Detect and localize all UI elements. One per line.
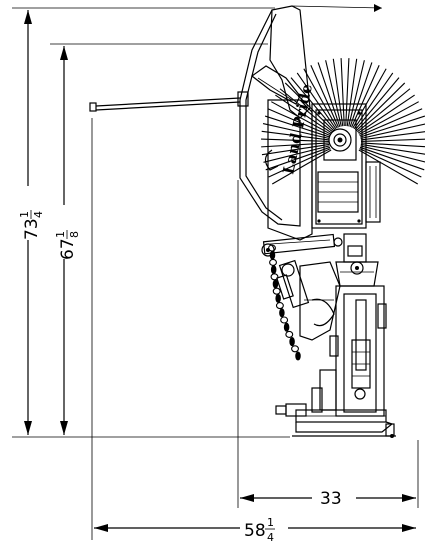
- chain-link: [295, 351, 301, 361]
- bristle: [271, 149, 332, 185]
- bristle: [360, 143, 425, 155]
- height-overall-den: 4: [32, 211, 45, 218]
- chain-link: [289, 337, 295, 347]
- bristle: [360, 123, 425, 140]
- chain-link: [280, 316, 289, 324]
- dimension-depth-base: 33: [237, 180, 419, 509]
- brush-hood: [239, 4, 383, 227]
- bristle: [358, 149, 419, 185]
- chain-link: [283, 322, 290, 332]
- dimension-height-working: 67 1 8: [50, 43, 268, 435]
- bristle: [360, 115, 425, 138]
- bristle: [355, 82, 406, 132]
- bristle: [352, 68, 387, 129]
- bristle: [271, 101, 332, 135]
- bristle: [346, 58, 358, 127]
- bristle: [284, 82, 335, 132]
- chain-link: [270, 273, 279, 281]
- bristle: [261, 138, 330, 142]
- bristle: [303, 68, 338, 129]
- chain-link: [269, 250, 276, 260]
- chain-link: [291, 345, 299, 353]
- bristle: [360, 131, 425, 141]
- brush-motor-frame: [311, 103, 381, 229]
- bristle: [275, 94, 333, 134]
- bristle: [265, 146, 331, 171]
- bristle: [267, 108, 331, 137]
- dimension-depth-overall: 58 1 4: [91, 118, 416, 544]
- safety-chain: [268, 244, 301, 361]
- bristle: [360, 142, 425, 148]
- bristle: [317, 62, 341, 128]
- height-overall-whole: 73: [22, 218, 42, 240]
- bristle: [340, 58, 345, 127]
- bristle: [261, 142, 330, 148]
- height-working-den: 8: [68, 231, 81, 238]
- bristle: [261, 143, 330, 156]
- chain-link: [285, 330, 294, 338]
- bristle: [262, 123, 330, 140]
- bristle: [358, 101, 419, 135]
- dimension-height-overall: 73 1 4: [12, 7, 290, 438]
- bristle: [263, 145, 330, 163]
- chain-link: [275, 302, 284, 310]
- depth-overall-den: 4: [267, 531, 274, 544]
- bristle: [359, 148, 422, 178]
- deflector-arm: [89, 91, 249, 112]
- bristle: [345, 58, 350, 127]
- tower-frame: [311, 285, 387, 417]
- chain-link: [270, 265, 277, 275]
- depth-overall-num: 1: [267, 516, 274, 529]
- height-overall-num: 1: [18, 211, 31, 218]
- chain-link: [272, 279, 279, 289]
- bristle: [360, 138, 425, 142]
- bristle: [261, 130, 330, 141]
- bristle: [351, 65, 380, 128]
- chain-link: [279, 308, 285, 318]
- bristle: [332, 58, 344, 127]
- bristle: [359, 146, 425, 171]
- depth-base-value: 33: [320, 489, 342, 509]
- bristle: [357, 94, 415, 134]
- bristle: [348, 60, 365, 127]
- bristle: [268, 148, 331, 178]
- base-plate: [275, 403, 396, 438]
- bristle: [359, 108, 423, 137]
- chain-link: [275, 293, 281, 303]
- chain-link: [272, 287, 281, 295]
- height-working-num: 1: [54, 231, 67, 238]
- bristle: [310, 65, 339, 128]
- depth-overall-whole: 58: [244, 521, 266, 541]
- bristle: [360, 145, 425, 163]
- chain-link: [269, 258, 277, 266]
- bristle: [325, 60, 342, 127]
- bristle: [264, 115, 330, 138]
- mount-bracket: [299, 261, 341, 341]
- sweeper-brush: [261, 58, 425, 185]
- height-working-whole: 67: [58, 238, 78, 260]
- bristle: [349, 62, 373, 128]
- bristle: [353, 72, 394, 130]
